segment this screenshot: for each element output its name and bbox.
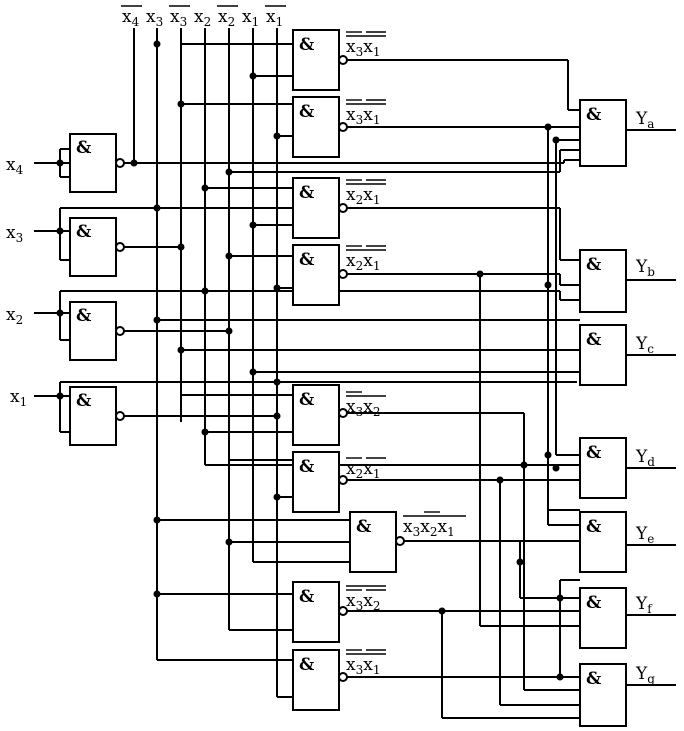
output-label-ya: Ya bbox=[635, 109, 654, 131]
svg-text:&: & bbox=[586, 105, 602, 125]
and-gate-t5 bbox=[292, 384, 340, 446]
svg-text:&: & bbox=[76, 391, 92, 411]
svg-text:x2: x2 bbox=[194, 7, 211, 29]
and-gate-t4 bbox=[292, 244, 340, 306]
svg-text:x2: x2 bbox=[218, 7, 235, 29]
output-label-yf: Yf bbox=[635, 594, 653, 616]
svg-text:x1: x1 bbox=[242, 7, 259, 29]
svg-text:x4: x4 bbox=[122, 7, 140, 29]
term-label-t5: x3x2 bbox=[346, 391, 386, 419]
svg-text:&: & bbox=[299, 183, 315, 203]
svg-text:x2x1: x2x1 bbox=[346, 185, 380, 207]
term-label-t8: x3x2 bbox=[346, 585, 386, 613]
svg-text:&: & bbox=[586, 255, 602, 275]
bus-taps bbox=[157, 171, 580, 661]
output-gate-yb bbox=[579, 249, 627, 313]
bus-label-x3: x3 bbox=[146, 7, 163, 29]
term-label-t1: x3x1 bbox=[346, 31, 386, 59]
svg-text:x3x1: x3x1 bbox=[346, 655, 380, 677]
routing-wires bbox=[441, 127, 580, 719]
svg-text:&: & bbox=[299, 587, 315, 607]
term-label-t3: x2x1 bbox=[346, 179, 386, 207]
svg-text:x3: x3 bbox=[170, 7, 187, 29]
term-label-t4: x2x1 bbox=[346, 245, 386, 273]
output-label-yb: Yb bbox=[635, 257, 655, 279]
svg-text:x1: x1 bbox=[266, 7, 283, 29]
and-gate-t6 bbox=[292, 451, 340, 513]
svg-text:&: & bbox=[299, 390, 315, 410]
svg-text:&: & bbox=[299, 250, 315, 270]
svg-text:&: & bbox=[586, 330, 602, 350]
output-label-yg: Yg bbox=[635, 664, 655, 686]
and-gate-t3 bbox=[292, 177, 340, 239]
bus-label-not-x1: x1 bbox=[265, 5, 286, 29]
and-gate-t2 bbox=[292, 96, 340, 158]
svg-text:&: & bbox=[299, 35, 315, 55]
output-gate-yd bbox=[579, 437, 627, 499]
bus-label-x2: x2 bbox=[194, 7, 211, 29]
svg-text:&: & bbox=[299, 457, 315, 477]
bus-label-not-x4: x4 bbox=[121, 5, 142, 29]
svg-text:&: & bbox=[586, 443, 602, 463]
term-label-t9: x3x1 bbox=[346, 649, 386, 677]
svg-text:&: & bbox=[586, 593, 602, 613]
inverter-gate-x3 bbox=[69, 217, 117, 277]
and-gate-t8 bbox=[292, 581, 340, 643]
input-label-x1: x1 bbox=[10, 387, 27, 409]
inverter-gate-x1 bbox=[69, 386, 117, 446]
output-label-yc: Yc bbox=[635, 334, 654, 356]
output-gate-ye bbox=[579, 511, 627, 573]
output-gate-yg bbox=[579, 663, 627, 727]
input-label-x4: x4 bbox=[6, 155, 24, 177]
term-label-t2: x3x1 bbox=[346, 99, 386, 127]
svg-text:x3x2x1: x3x2x1 bbox=[403, 517, 455, 539]
svg-text:x3x2: x3x2 bbox=[346, 397, 380, 419]
svg-text:&: & bbox=[76, 138, 92, 158]
svg-text:&: & bbox=[586, 517, 602, 537]
input-inverters: x4 & x3 & x2 & x1 bbox=[6, 133, 577, 446]
inverter-gate-x2 bbox=[69, 301, 117, 361]
svg-text:&: & bbox=[299, 655, 315, 675]
inverter-gate-x4 bbox=[69, 133, 117, 193]
bus-label-not-x3: x3 bbox=[169, 5, 190, 29]
svg-text:&: & bbox=[76, 306, 92, 326]
and-gate-t1 bbox=[292, 29, 340, 91]
svg-text:&: & bbox=[586, 669, 602, 689]
svg-text:x3x1: x3x1 bbox=[346, 105, 380, 127]
svg-text:&: & bbox=[299, 102, 315, 122]
bus-label-x1: x1 bbox=[242, 7, 259, 29]
term-label-t6: x2x1 bbox=[346, 457, 386, 481]
svg-text:x3: x3 bbox=[146, 7, 163, 29]
product-gates: & x3x1 & x3x1 & x2x1 bbox=[157, 29, 580, 711]
svg-text:x3x2: x3x2 bbox=[346, 591, 380, 613]
svg-text:x2x1: x2x1 bbox=[346, 251, 380, 273]
output-label-yd: Yd bbox=[635, 447, 655, 469]
svg-text:x2x1: x2x1 bbox=[346, 459, 380, 481]
bus-labels: x4 x3 x3 x2 x2 x1 x1 bbox=[121, 5, 286, 29]
output-label-ye: Ye bbox=[635, 524, 654, 546]
output-gates: & Ya & Yb & Yc & Yd & Ye & Yf & Yg bbox=[579, 99, 676, 727]
bus-label-not-x2: x2 bbox=[217, 5, 238, 29]
output-gate-yf bbox=[579, 587, 627, 649]
junction-dots bbox=[153, 40, 564, 681]
svg-text:&: & bbox=[76, 222, 92, 242]
term-label-t7: x3x2x1 bbox=[403, 511, 466, 539]
and-gate-t7 bbox=[349, 511, 397, 573]
output-gate-ya bbox=[579, 99, 627, 167]
input-label-x3: x3 bbox=[6, 223, 23, 245]
input-label-x2: x2 bbox=[6, 305, 23, 327]
svg-text:x3x1: x3x1 bbox=[346, 37, 380, 59]
svg-text:&: & bbox=[356, 517, 372, 537]
